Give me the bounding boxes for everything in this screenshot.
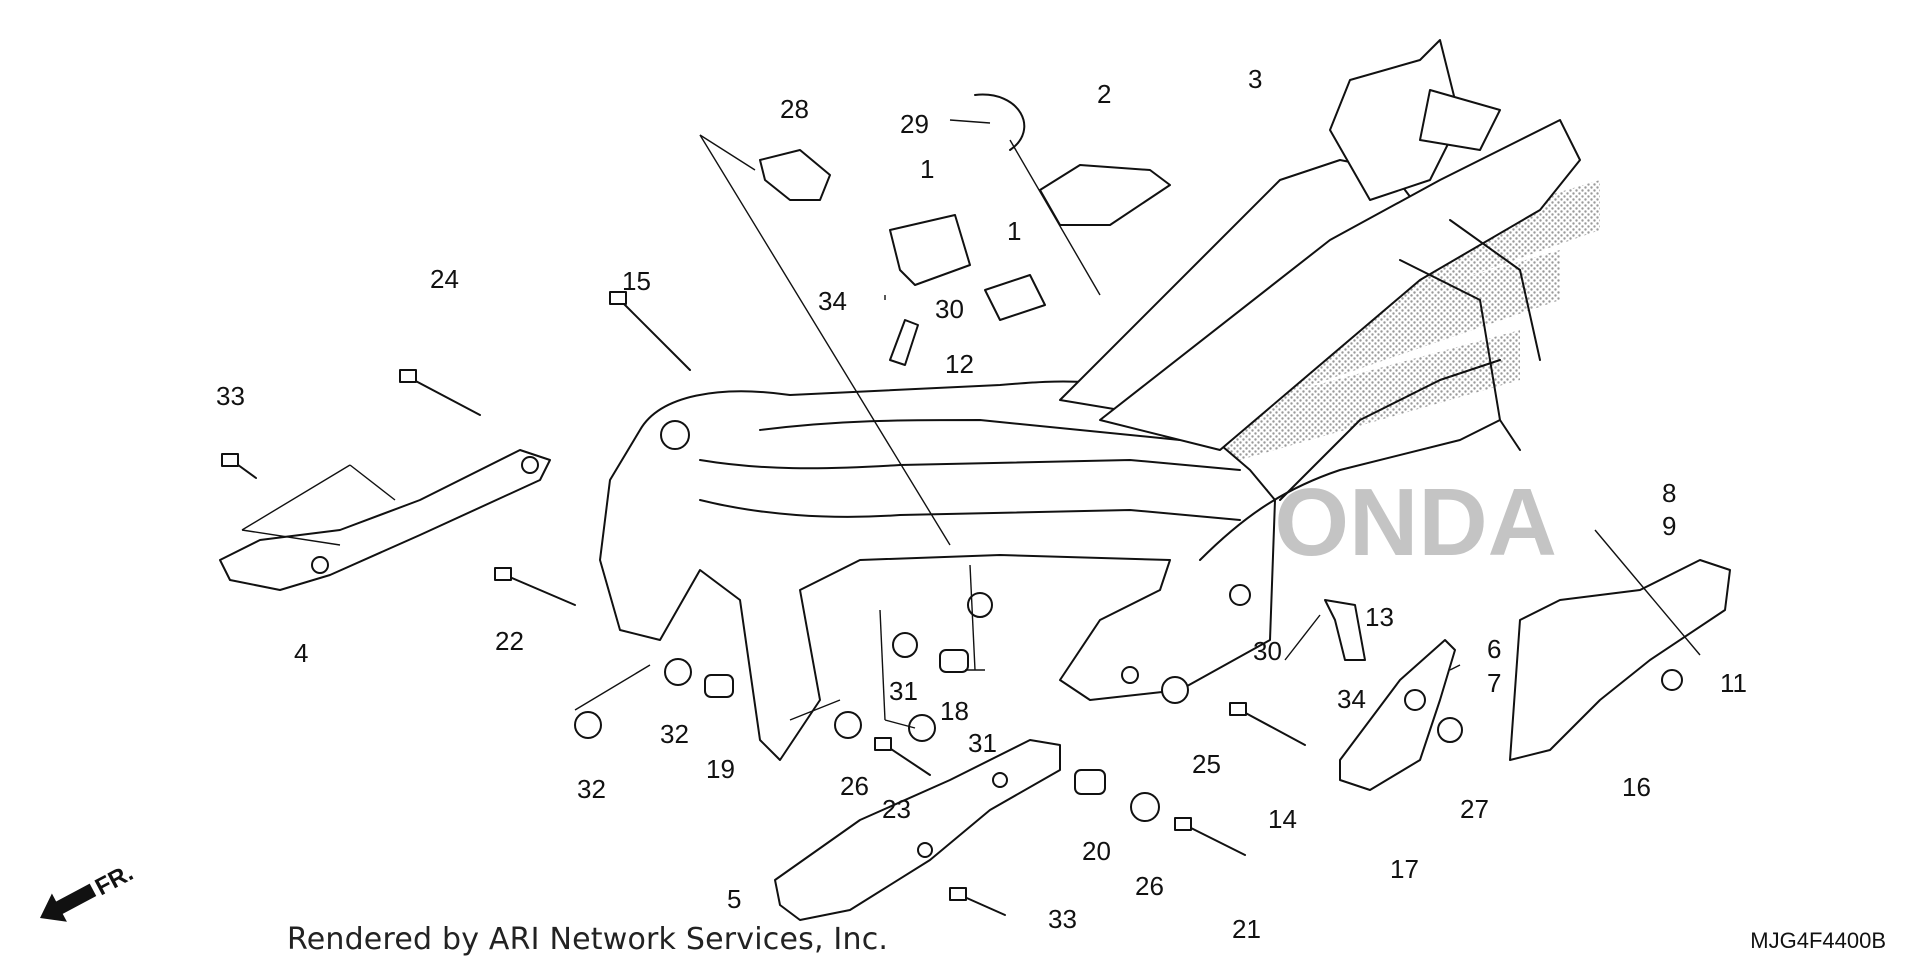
- callout-24: 24: [430, 264, 459, 294]
- side-cover: [1509, 559, 1731, 761]
- callout-3: 3: [1248, 64, 1262, 94]
- callout-1b: 1: [1007, 216, 1021, 246]
- front-direction-arrow: FR.: [40, 859, 138, 922]
- callout-26b: 26: [1135, 871, 1164, 901]
- callout-34b: 34: [1337, 684, 1366, 714]
- callout-23: 23: [882, 794, 911, 824]
- hose-clip-12: [889, 319, 919, 366]
- callout-12: 12: [945, 349, 974, 379]
- bolts: [221, 291, 1306, 916]
- callout-26a: 26: [840, 771, 869, 801]
- rubber-pad-1: [889, 214, 971, 286]
- rubber-pad-2: [984, 274, 1046, 321]
- diagram-code: MJG4F4400B: [1750, 928, 1886, 953]
- callout-labels: 1 1 2 3 4 5 6 7 8 9 11 12 13 14 15 16 17…: [216, 64, 1747, 944]
- callout-30b: 30: [1253, 636, 1282, 666]
- callout-25: 25: [1192, 749, 1221, 779]
- callout-34a: 34: [818, 286, 847, 316]
- callout-2: 2: [1097, 79, 1111, 109]
- front-label: FR.: [91, 859, 138, 901]
- callout-11: 11: [1720, 668, 1747, 698]
- callout-31a: 31: [889, 676, 918, 706]
- nuts-and-collars: [574, 632, 1683, 822]
- callout-14: 14: [1268, 804, 1297, 834]
- callout-31b: 31: [968, 728, 997, 758]
- callout-7: 7: [1487, 668, 1501, 698]
- engine-hanger-bracket: [219, 449, 551, 591]
- callout-20: 20: [1082, 836, 1111, 866]
- callout-30a: 30: [935, 294, 964, 324]
- callout-1a: 1: [920, 154, 934, 184]
- lower-bracket: [774, 739, 1061, 921]
- callout-22: 22: [495, 626, 524, 656]
- callout-15: 15: [622, 266, 651, 296]
- callout-33a: 33: [216, 381, 245, 411]
- callout-17: 17: [1390, 854, 1419, 884]
- bracket-13: [1324, 599, 1366, 661]
- callout-32a: 32: [660, 719, 689, 749]
- render-credit: Rendered by ARI Network Services, Inc.: [287, 922, 889, 957]
- callout-19: 19: [706, 754, 735, 784]
- callout-5: 5: [727, 884, 741, 914]
- band-29: [974, 93, 1026, 151]
- callout-9: 9: [1662, 511, 1676, 541]
- callout-27: 27: [1460, 794, 1489, 824]
- side-plate: [1339, 639, 1456, 791]
- callout-13: 13: [1365, 602, 1394, 632]
- upper-bracket: [1039, 164, 1171, 226]
- callout-33b: 33: [1048, 904, 1077, 934]
- callout-4: 4: [294, 638, 308, 668]
- leader-lines: [241, 119, 1701, 729]
- callout-18: 18: [940, 696, 969, 726]
- callout-16: 16: [1622, 772, 1651, 802]
- callout-28: 28: [780, 94, 809, 124]
- callout-29: 29: [900, 109, 929, 139]
- callout-21: 21: [1232, 914, 1261, 944]
- clamp-28: [759, 149, 831, 201]
- main-frame: [599, 39, 1581, 761]
- callout-6: 6: [1487, 634, 1501, 664]
- callout-8: 8: [1662, 478, 1676, 508]
- callout-32b: 32: [577, 774, 606, 804]
